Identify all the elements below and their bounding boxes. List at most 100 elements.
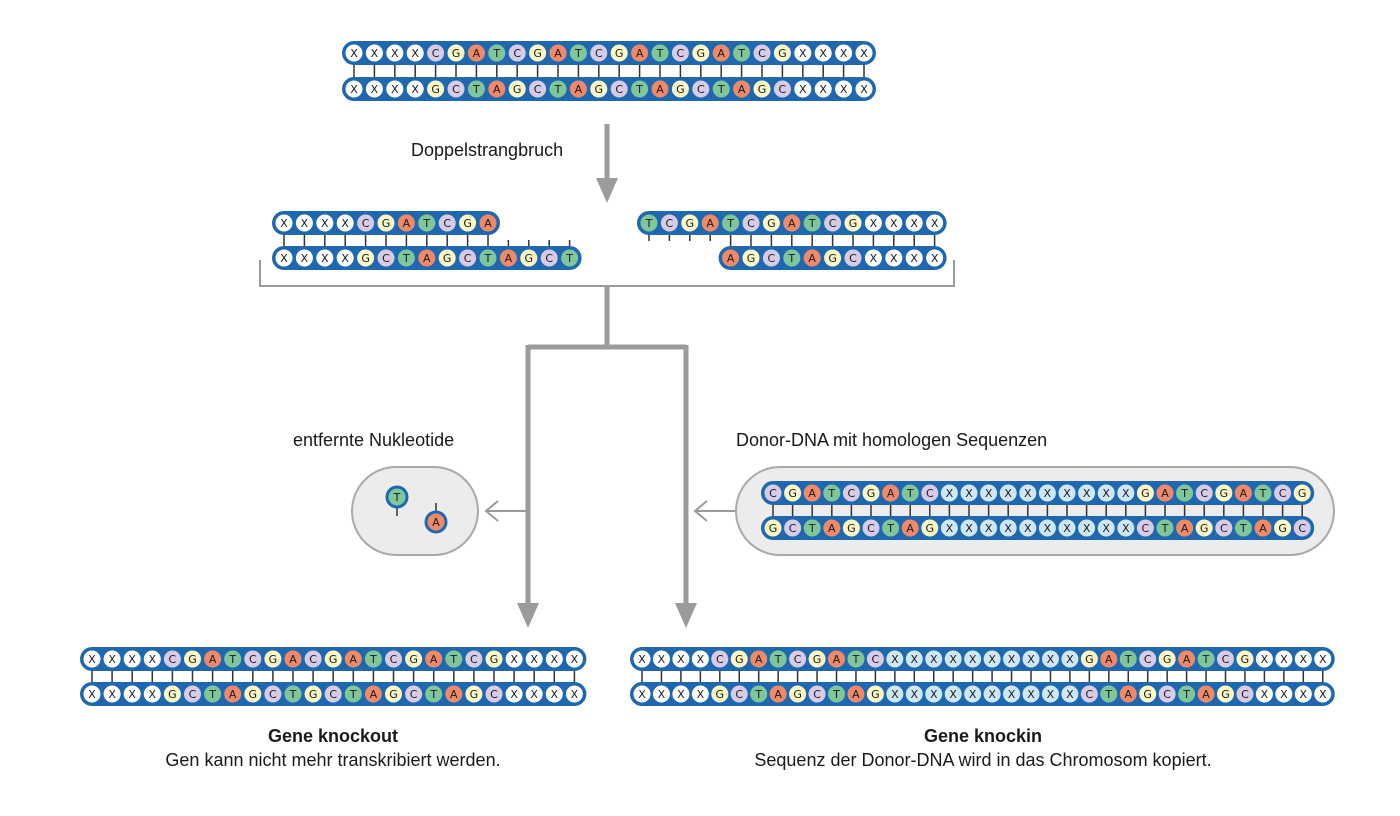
nucleotide-letter: X: [860, 83, 868, 96]
nucleotide-letter: C: [249, 653, 257, 666]
nucleotide: A: [782, 213, 802, 233]
nucleotide-letter: G: [269, 653, 278, 666]
nucleotide-letter: X: [969, 653, 977, 666]
nucleotide: X: [335, 213, 355, 233]
nucleotide: X: [524, 684, 544, 704]
nucleotide-letter: T: [492, 47, 500, 60]
nucleotide-letter: C: [490, 688, 498, 701]
nucleotide: C: [1194, 483, 1214, 503]
nucleotide-letter: G: [1221, 688, 1230, 701]
nucleotide-letter: G: [1200, 522, 1209, 535]
nucleotide-letter: G: [1298, 487, 1307, 500]
nucleotide-letter: T: [1180, 487, 1188, 500]
nucleotide-letter: A: [1240, 487, 1248, 500]
nucleotide-letter: X: [840, 83, 848, 96]
nucleotide: G: [1079, 649, 1099, 669]
nucleotide-letter: C: [534, 83, 542, 96]
nucleotide: C: [659, 213, 679, 233]
nucleotide-letter: X: [1027, 688, 1035, 701]
nucleotide: T: [203, 684, 223, 704]
nucleotide: C: [763, 483, 783, 503]
nucleotide-letter: X: [1319, 653, 1327, 666]
nucleotide: X: [1077, 518, 1097, 538]
nucleotide: G: [609, 43, 629, 63]
nucleotide: X: [364, 79, 384, 99]
nucleotide: X: [904, 248, 924, 268]
nucleotide-letter: C: [697, 83, 705, 96]
nucleotide-letter: X: [638, 653, 646, 666]
nucleotide-letter: G: [767, 217, 776, 230]
nucleotide-letter: X: [371, 47, 379, 60]
nucleotide-letter: C: [432, 47, 440, 60]
nucleotide: C: [1138, 649, 1158, 669]
nucleotide: X: [834, 79, 854, 99]
nucleotide-letter: C: [867, 522, 875, 535]
nucleotide: X: [632, 649, 652, 669]
nucleotide: X: [863, 248, 883, 268]
nucleotide-letter: C: [735, 688, 743, 701]
nucleotide-letter: X: [510, 688, 518, 701]
nucleotide-letter: A: [788, 217, 796, 230]
nucleotide-letter: X: [1261, 688, 1269, 701]
nucleotide-letter: T: [808, 217, 816, 230]
nucleotide: X: [904, 213, 924, 233]
nucleotide-letter: T: [289, 688, 297, 701]
nucleotide-letter: X: [930, 653, 938, 666]
nucleotide: A: [881, 483, 901, 503]
nucleotide-letter: X: [638, 688, 646, 701]
nucleotide-letter: C: [545, 252, 553, 265]
nucleotide: X: [1021, 684, 1041, 704]
nucleotide: T: [802, 518, 822, 538]
nucleotide: X: [504, 649, 524, 669]
nucleotide: X: [1096, 518, 1116, 538]
knockout-caption: Gene knockout Gen kann nicht mehr transk…: [80, 724, 586, 772]
nucleotide-letter: X: [911, 653, 919, 666]
nucleotide: X: [544, 649, 564, 669]
nucleotide-letter: T: [449, 653, 457, 666]
nucleotide-letter: A: [370, 688, 378, 701]
nucleotide-letter: G: [595, 83, 604, 96]
nucleotide: X: [294, 213, 314, 233]
nucleotide-letter: X: [341, 217, 349, 230]
nucleotide: T: [822, 483, 842, 503]
nucleotide-letter: X: [1066, 653, 1074, 666]
nucleotide: T: [1253, 483, 1273, 503]
nucleotide: A: [498, 248, 518, 268]
nucleotide: A: [802, 483, 822, 503]
nucleotide-letter: X: [819, 47, 827, 60]
nucleotide-letter: X: [301, 252, 309, 265]
nucleotide-letter: A: [717, 47, 725, 60]
nucleotide: X: [82, 649, 102, 669]
nucleotide: A: [1099, 649, 1119, 669]
nucleotide: G: [1235, 649, 1255, 669]
nucleotide: C: [761, 248, 781, 268]
nucleotide-letter: A: [1202, 688, 1210, 701]
nucleotide-letter: T: [787, 252, 795, 265]
nucleotide-letter: X: [280, 252, 288, 265]
nucleotide: C: [729, 684, 749, 704]
nucleotide-letter: C: [1086, 688, 1094, 701]
nucleotide: T: [650, 43, 670, 63]
nucleotide: T: [343, 684, 363, 704]
nucleotide-letter: X: [149, 688, 157, 701]
nucleotide: X: [671, 684, 691, 704]
nucleotide: X: [924, 684, 944, 704]
nucleotide-letter: C: [716, 653, 724, 666]
nucleotide-letter: G: [168, 688, 177, 701]
nucleotide-letter: T: [886, 522, 894, 535]
nucleotide: X: [671, 649, 691, 669]
nucleotide-letter: C: [747, 217, 755, 230]
nucleotide: X: [904, 684, 924, 704]
nucleotide: T: [568, 43, 588, 63]
nucleotide-letter: G: [1085, 653, 1094, 666]
nucleotide-letter: A: [432, 516, 440, 529]
nucleotide-letter: G: [1220, 487, 1229, 500]
nucleotide-letter: X: [1047, 688, 1055, 701]
nucleotide-letter: C: [1241, 688, 1249, 701]
nucleotide: X: [1274, 649, 1294, 669]
nucleotide: G: [426, 79, 446, 99]
nucleotide-letter: C: [1142, 522, 1150, 535]
nucleotide-letter: X: [697, 688, 705, 701]
strand-backbone: [761, 516, 1315, 540]
